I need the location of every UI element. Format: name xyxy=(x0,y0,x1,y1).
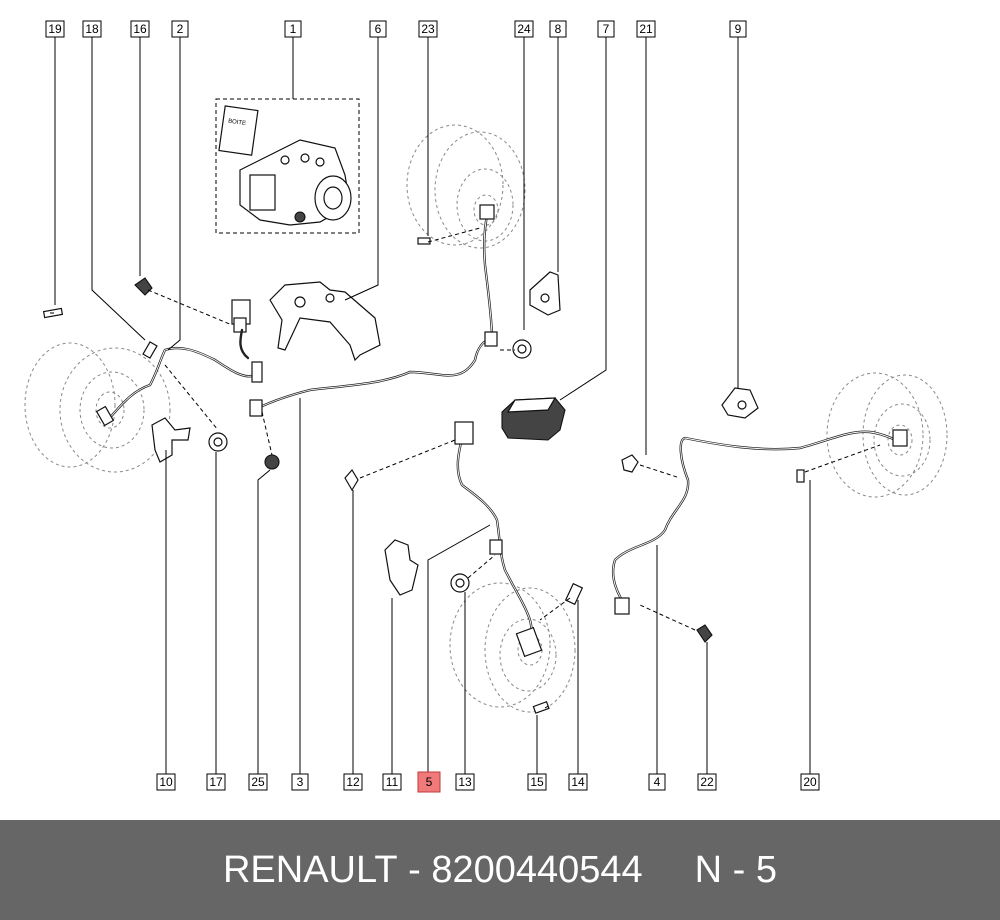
callout-10: 10 xyxy=(156,773,176,791)
callout-19: 19 xyxy=(45,20,65,38)
svg-text:15: 15 xyxy=(530,775,544,789)
svg-text:22: 22 xyxy=(700,775,714,789)
svg-text:19: 19 xyxy=(48,22,62,36)
svg-text:25: 25 xyxy=(251,775,265,789)
callout-12: 12 xyxy=(343,773,363,791)
svg-text:11: 11 xyxy=(386,775,399,789)
rear-left-sensor-wire xyxy=(454,421,543,658)
svg-text:2: 2 xyxy=(177,22,184,36)
bracket-6 xyxy=(269,281,381,362)
bolt-20 xyxy=(796,469,805,483)
callout-24: 24 xyxy=(514,20,534,38)
rear-left-wheel xyxy=(449,582,576,713)
grommet-13 xyxy=(450,573,470,593)
callout-17: 17 xyxy=(206,773,226,791)
bolt-18 xyxy=(142,341,158,359)
callout-23: 23 xyxy=(418,20,438,38)
svg-text:14: 14 xyxy=(571,775,585,789)
separator: - xyxy=(408,848,421,891)
callout-11: 11 xyxy=(382,773,402,791)
front-left-wheel xyxy=(24,342,171,473)
svg-text:24: 24 xyxy=(517,22,531,36)
position-label: N - 5 xyxy=(694,848,778,891)
svg-text:3: 3 xyxy=(297,775,304,789)
rear-right-sensor-wire xyxy=(611,429,908,615)
callout-20: 20 xyxy=(800,773,820,791)
bracket-11 xyxy=(384,539,419,596)
clip-16 xyxy=(134,277,153,296)
clip-22 xyxy=(696,624,713,643)
svg-text:12: 12 xyxy=(346,775,360,789)
callout-14: 14 xyxy=(568,773,588,791)
svg-text:23: 23 xyxy=(421,22,435,36)
callout-3: 3 xyxy=(291,773,309,791)
grommet-24 xyxy=(512,339,532,359)
callout-5-highlighted: 5 xyxy=(417,771,441,793)
svg-text:13: 13 xyxy=(458,775,472,789)
svg-text:10: 10 xyxy=(159,775,173,789)
rear-right-wheel xyxy=(826,372,948,498)
bolt-15 xyxy=(532,701,550,714)
front-left-sensor-wire xyxy=(95,299,263,427)
callout-22: 22 xyxy=(697,773,717,791)
callout-16: 16 xyxy=(130,20,150,38)
svg-text:6: 6 xyxy=(375,22,382,36)
bracket-8 xyxy=(529,271,561,316)
part-number: 8200440544 xyxy=(431,848,643,891)
kit-label: BOITE xyxy=(228,119,247,127)
callout-7: 7 xyxy=(597,20,615,38)
bolt-14 xyxy=(564,582,584,606)
clip-21 xyxy=(621,454,639,473)
svg-text:9: 9 xyxy=(735,22,742,36)
bolt-23 xyxy=(417,237,431,245)
yaw-sensor-module xyxy=(501,397,566,441)
svg-text:16: 16 xyxy=(133,22,147,36)
svg-text:4: 4 xyxy=(654,775,661,789)
callout-18: 18 xyxy=(82,20,102,38)
front-right-sensor-wire xyxy=(249,204,498,417)
part-info-footer: RENAULT - 8200440544 N - 5 xyxy=(0,820,1000,920)
svg-text:8: 8 xyxy=(555,22,562,36)
callout-13: 13 xyxy=(455,773,475,791)
front-right-wheel xyxy=(406,124,526,249)
abs-unit-kit: BOITE xyxy=(215,98,360,234)
assembly-dashed-lines xyxy=(50,227,881,709)
callout-8: 8 xyxy=(549,20,567,38)
callout-6: 6 xyxy=(369,20,387,38)
callout-21: 21 xyxy=(636,20,656,38)
brand-name: RENAULT xyxy=(222,848,398,891)
callout-2: 2 xyxy=(171,20,189,38)
callout-1: 1 xyxy=(284,20,302,38)
leader-lines xyxy=(54,36,811,774)
abs-parts-diagram: BOITE xyxy=(24,20,948,793)
svg-text:7: 7 xyxy=(603,22,610,36)
svg-text:20: 20 xyxy=(803,775,817,789)
grommet-17 xyxy=(208,432,228,452)
callout-4: 4 xyxy=(648,773,666,791)
callout-9: 9 xyxy=(729,20,747,38)
svg-text:21: 21 xyxy=(639,22,653,36)
svg-text:1: 1 xyxy=(290,22,297,36)
bracket-9 xyxy=(721,387,759,419)
svg-text:5: 5 xyxy=(426,775,433,789)
clip-12 xyxy=(344,468,359,492)
svg-text:18: 18 xyxy=(85,22,99,36)
callout-25: 25 xyxy=(248,773,268,791)
svg-text:17: 17 xyxy=(209,775,223,789)
callout-15: 15 xyxy=(527,773,547,791)
bracket-10 xyxy=(151,417,191,463)
nut-25 xyxy=(264,454,280,470)
